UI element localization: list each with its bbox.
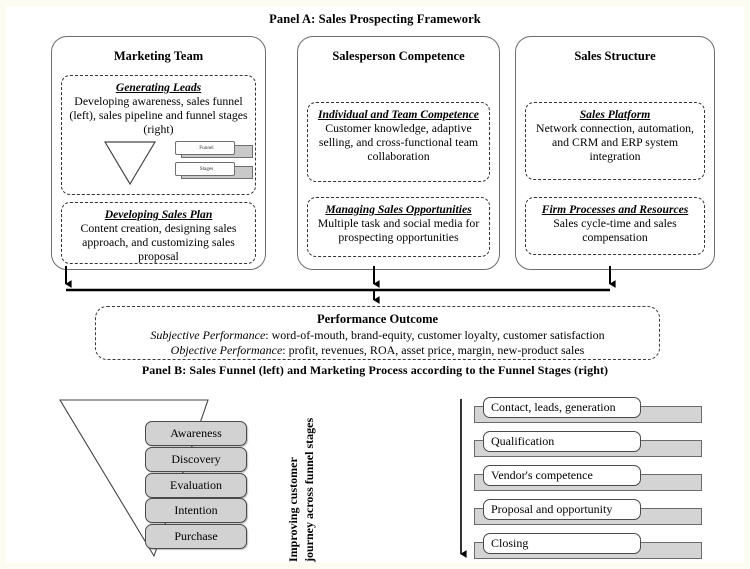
subjective-performance-line: Subjective Performance: word-of-mouth, b… bbox=[96, 328, 659, 343]
funnel-journey-caption-line2: journey across funnel stages bbox=[302, 417, 316, 562]
funnel-triangle-icon bbox=[103, 141, 157, 186]
performance-outcome-box: Performance Outcome Subjective Performan… bbox=[95, 306, 660, 360]
panel-b-title: Panel B: Sales Funnel (left) and Marketi… bbox=[141, 363, 609, 377]
diagram-canvas: Panel A: Sales Prospecting Framework Mar… bbox=[6, 6, 744, 563]
objective-performance-line: Objective Performance: profit, revenues,… bbox=[96, 343, 659, 358]
process-step-contact-leads-generation[interactable]: Contact, leads, generation bbox=[474, 397, 704, 423]
process-step-proposal-and-opportunity[interactable]: Proposal and opportunity bbox=[474, 499, 704, 525]
funnel-journey-caption-line1: Improving customer bbox=[286, 457, 300, 562]
box-individual-team-competence: Individual and Team Competence Customer … bbox=[307, 102, 490, 182]
process-step-label: Closing bbox=[483, 533, 641, 554]
panel-a-title: Panel A: Sales Prospecting Framework bbox=[269, 12, 481, 26]
connector-arrows bbox=[65, 266, 616, 304]
column-heading-sales-structure: Sales Structure bbox=[574, 49, 656, 63]
process-step-qualification[interactable]: Qualification bbox=[474, 431, 704, 457]
process-step-closing[interactable]: Closing bbox=[474, 533, 704, 559]
box-text-sales-platform: Network connection, automation, and CRM … bbox=[536, 121, 694, 163]
card-funnel: Funnel bbox=[175, 141, 253, 158]
column-heading-marketing-team: Marketing Team bbox=[113, 49, 204, 63]
performance-outcome-title: Performance Outcome bbox=[316, 312, 439, 326]
box-title-developing-sales-plan: Developing Sales Plan bbox=[104, 208, 213, 221]
card-stages: Stages bbox=[175, 162, 253, 179]
mini-illustrations: Funnel Stages bbox=[62, 139, 255, 191]
subjective-performance-text: : word-of-mouth, brand-equity, customer … bbox=[265, 328, 605, 342]
box-managing-sales-opportunities: Managing Sales Opportunities Multiple ta… bbox=[307, 197, 490, 257]
box-generating-leads: Generating Leads Developing awareness, s… bbox=[61, 75, 256, 195]
box-text-individual-team-competence: Customer knowledge, adaptive selling, an… bbox=[318, 121, 479, 163]
process-flow-arrow bbox=[460, 399, 467, 558]
box-text-firm-processes-resources: Sales cycle-time and sales compensation bbox=[553, 216, 677, 244]
box-title-individual-team-competence: Individual and Team Competence bbox=[318, 108, 479, 121]
box-title-sales-platform: Sales Platform bbox=[579, 108, 651, 121]
process-step-label: Vendor's competence bbox=[483, 465, 641, 486]
box-title-managing-sales-opportunities: Managing Sales Opportunities bbox=[325, 203, 472, 216]
subjective-performance-label: Subjective Performance bbox=[150, 328, 266, 342]
box-sales-platform: Sales Platform Network connection, autom… bbox=[525, 102, 705, 180]
process-step-label: Qualification bbox=[483, 431, 641, 452]
column-salesperson-competence: Salesperson Competence Individual and Te… bbox=[297, 36, 500, 270]
process-step-vendors-competence[interactable]: Vendor's competence bbox=[474, 465, 704, 491]
box-developing-sales-plan: Developing Sales Plan Content creation, … bbox=[61, 202, 256, 264]
card-stages-label: Stages bbox=[175, 162, 235, 176]
funnel-stage-purchase[interactable]: Purchase bbox=[145, 524, 247, 549]
box-title-firm-processes-resources: Firm Processes and Resources bbox=[541, 203, 689, 216]
box-title-generating-leads: Generating Leads bbox=[115, 81, 202, 94]
funnel-journey-caption: Improving customer journey across funnel… bbox=[268, 394, 320, 563]
column-sales-structure: Sales Structure Sales Platform Network c… bbox=[515, 36, 715, 270]
funnel-stage-awareness[interactable]: Awareness bbox=[145, 421, 247, 446]
funnel-stage-discovery[interactable]: Discovery bbox=[145, 447, 247, 472]
card-funnel-label: Funnel bbox=[175, 141, 235, 155]
objective-performance-text: : profit, revenues, ROA, asset price, ma… bbox=[282, 343, 585, 357]
pipeline-cards-icon: Funnel Stages bbox=[175, 141, 253, 183]
column-marketing-team: Marketing Team Generating Leads Developi… bbox=[51, 36, 266, 270]
box-text-generating-leads: Developing awareness, sales funnel (left… bbox=[69, 94, 248, 136]
process-step-label: Contact, leads, generation bbox=[483, 397, 641, 418]
box-text-managing-sales-opportunities: Multiple task and social media for prosp… bbox=[317, 216, 480, 244]
box-text-developing-sales-plan: Content creation, designing sales approa… bbox=[80, 221, 237, 263]
process-step-label: Proposal and opportunity bbox=[483, 499, 641, 520]
box-firm-processes-resources: Firm Processes and Resources Sales cycle… bbox=[525, 197, 705, 255]
funnel-stage-intention[interactable]: Intention bbox=[145, 498, 247, 523]
column-heading-salesperson-competence: Salesperson Competence bbox=[332, 49, 465, 63]
objective-performance-label: Objective Performance bbox=[170, 343, 283, 357]
funnel-stage-evaluation[interactable]: Evaluation bbox=[145, 473, 247, 498]
